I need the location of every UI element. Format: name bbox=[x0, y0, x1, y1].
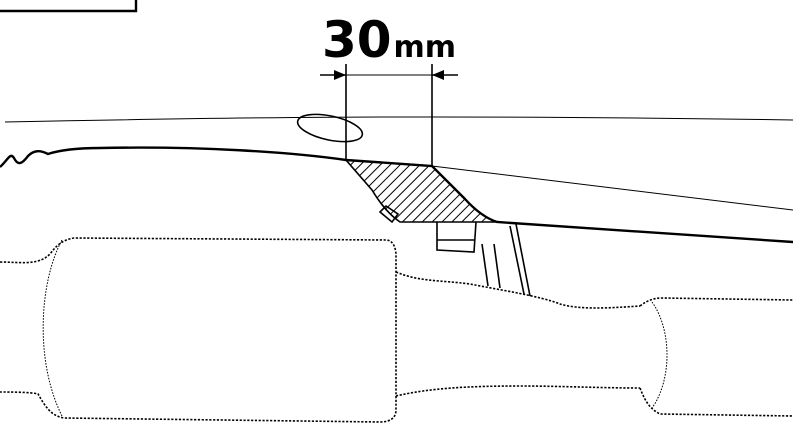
dotted-cylinder-right bbox=[639, 297, 793, 417]
cylinder-left-rim bbox=[42, 239, 63, 417]
corner-frame bbox=[0, 0, 138, 13]
diagonal-line bbox=[431, 165, 793, 211]
dotted-cylinder-left bbox=[0, 237, 397, 423]
dimension-value: 30 bbox=[322, 11, 392, 69]
bracket-clip bbox=[436, 221, 477, 253]
upper-body-line bbox=[4, 116, 793, 123]
dimension-label: 30mm bbox=[322, 11, 456, 69]
hatched-region bbox=[344, 159, 498, 223]
cylinder-right-rim bbox=[651, 301, 668, 409]
vertical-legs bbox=[481, 223, 531, 297]
dimension-arrow-left-head bbox=[334, 70, 346, 80]
dimension-arrow-right-head bbox=[432, 70, 444, 80]
oval-feature bbox=[296, 113, 364, 143]
hose-lower-edge bbox=[395, 385, 641, 397]
dimension-unit: mm bbox=[394, 30, 457, 65]
small-tab bbox=[378, 204, 400, 224]
hose-upper-edge bbox=[395, 271, 641, 309]
